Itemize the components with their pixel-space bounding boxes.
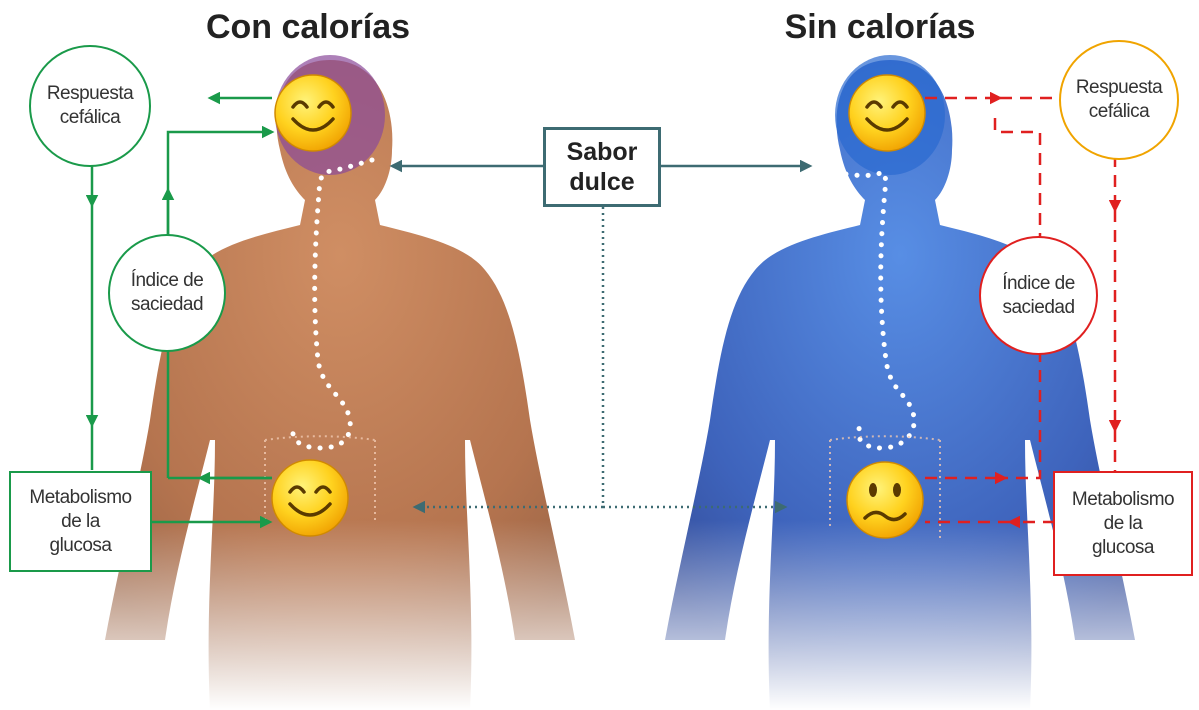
right-glucose-metabolism-node: Metabolismo de la glucosa (1053, 471, 1193, 576)
right-title: Sin calorías (670, 8, 1090, 47)
left-body-figure (100, 55, 600, 710)
right-satiety-index-node: Índice de saciedad (979, 236, 1098, 355)
left-cephalic-response-node: Respuesta cefálica (29, 45, 151, 167)
right-cephalic-response-node: Respuesta cefálica (1059, 40, 1179, 160)
line-satiety-up (168, 132, 210, 235)
smiling-face-icon (272, 460, 348, 536)
sweet-taste-box: Sabor dulce (543, 127, 661, 207)
worried-face-icon (847, 462, 923, 538)
left-title: Con calorías (98, 8, 518, 47)
left-glucose-metabolism-node: Metabolismo de la glucosa (9, 471, 152, 572)
smiling-face-icon (849, 75, 925, 151)
left-satiety-index-node: Índice de saciedad (108, 234, 226, 352)
smiling-face-icon (275, 75, 351, 151)
right-body-figure (660, 55, 1160, 710)
